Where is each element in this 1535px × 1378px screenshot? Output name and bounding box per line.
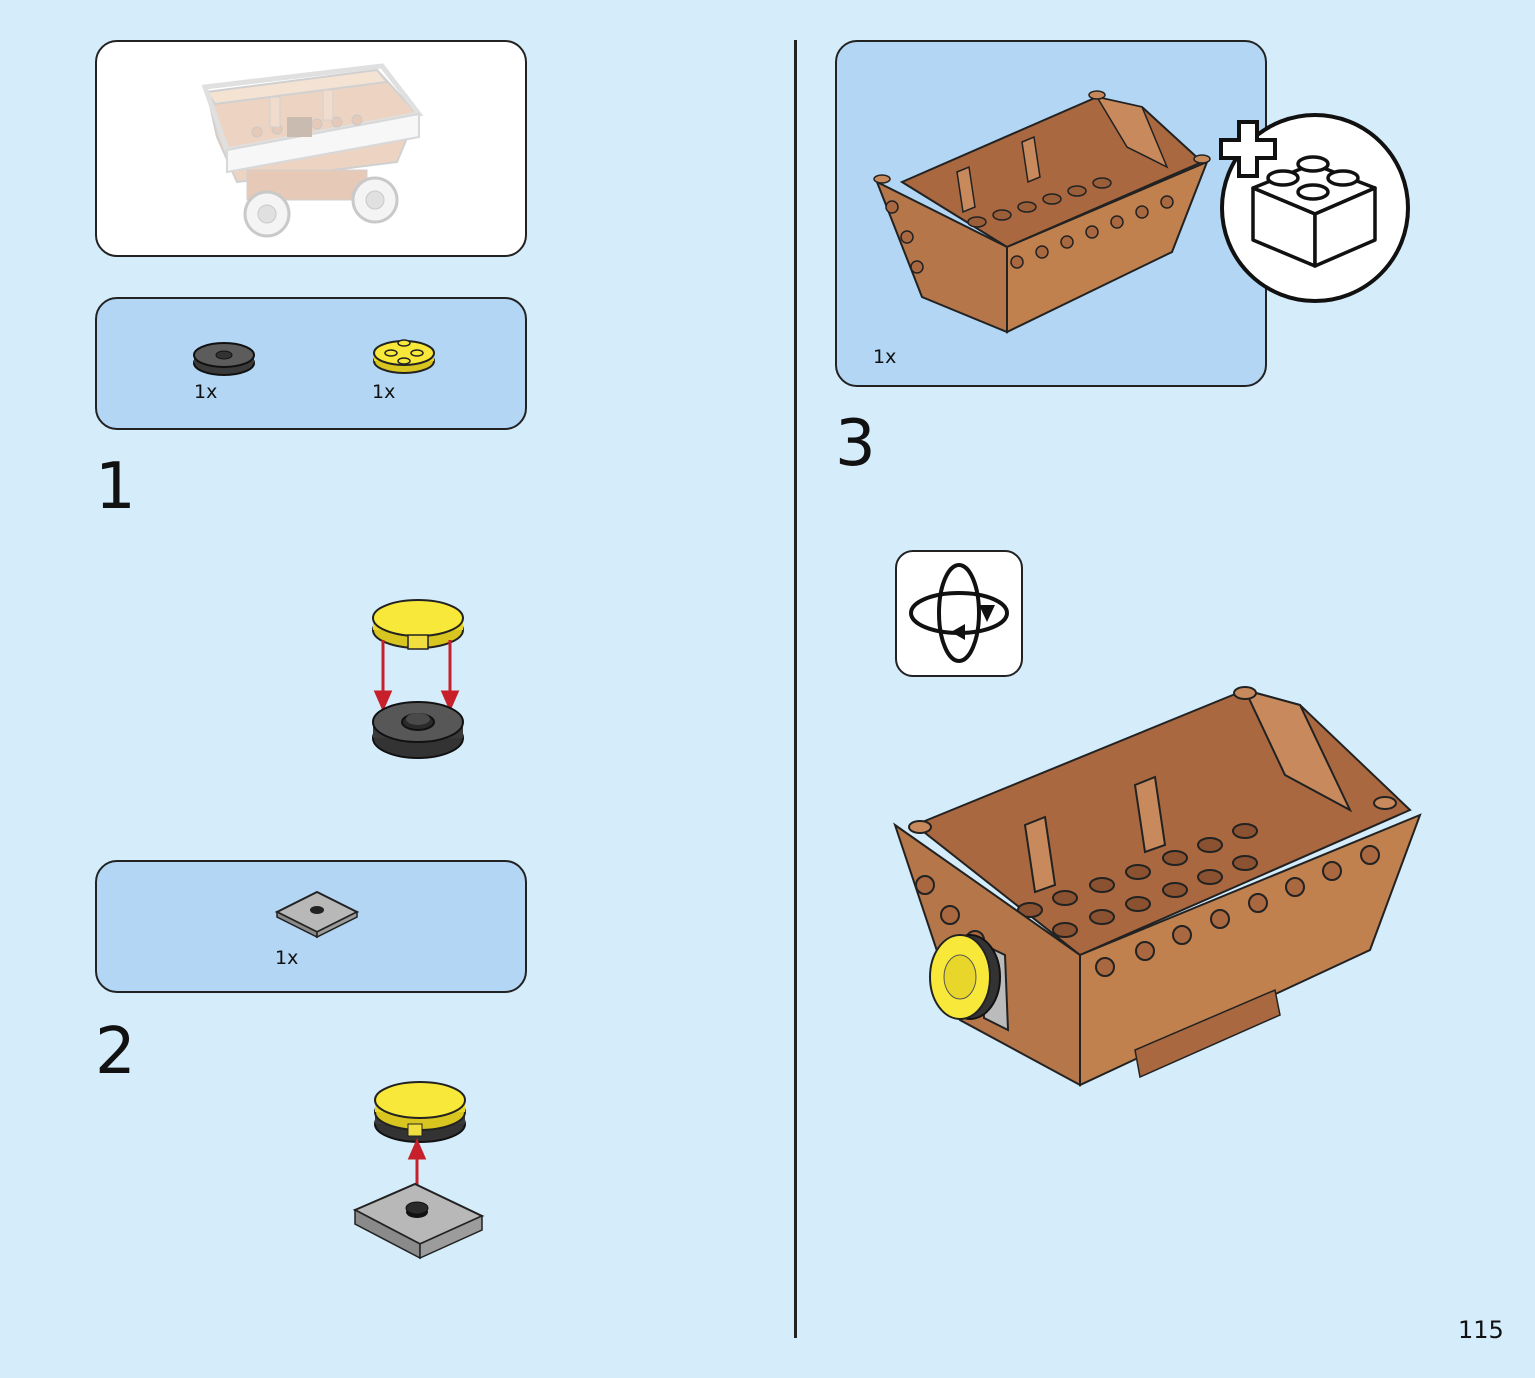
step-1-parts-panel: 1x 1x (95, 297, 527, 430)
dark-gray-round-tile-icon (193, 342, 255, 376)
step-1-part-1-qty: 1x (194, 381, 218, 403)
rotate-model-panel (895, 550, 1023, 677)
step-3-part-1-qty: 1x (873, 346, 897, 368)
yellow-round-plate-icon (373, 339, 435, 374)
step-2-parts-panel: 1x (95, 860, 527, 993)
page-number: 115 (1458, 1316, 1504, 1344)
preview-panel (95, 40, 527, 257)
step-3-number: 3 (835, 407, 876, 481)
step-2-assembly-illustration (352, 1081, 485, 1260)
step-1-part-2-qty: 1x (372, 381, 396, 403)
rotate-model-icon (909, 563, 1009, 663)
gray-jumper-plate-icon (274, 890, 360, 939)
column-divider (794, 40, 797, 1338)
add-brick-icon (1219, 113, 1410, 303)
step-2-part-1-qty: 1x (275, 947, 299, 969)
mine-cart-preview-icon (201, 63, 424, 238)
brown-mine-cart-bucket-icon (873, 90, 1211, 334)
step-1-number: 1 (95, 450, 136, 524)
step-2-number: 2 (95, 1015, 136, 1089)
step-3-parts-panel: 1x (835, 40, 1267, 387)
step-3-assembly-illustration (893, 686, 1422, 1087)
step-1-assembly-illustration (372, 599, 464, 759)
